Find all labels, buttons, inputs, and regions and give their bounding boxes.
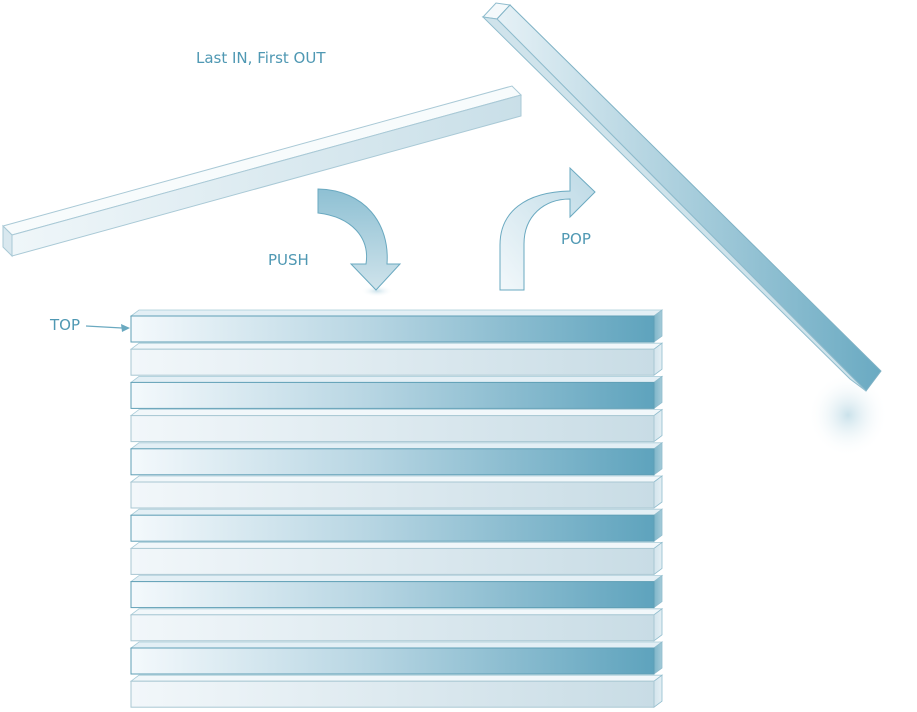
pop-arrow-icon	[499, 166, 596, 291]
top-pointer-arrow-icon	[85, 324, 130, 332]
floating-bar-popped	[481, 2, 888, 457]
stack	[129, 309, 664, 709]
stack-item	[129, 674, 664, 709]
floating-bar-pushed	[2, 85, 522, 258]
stack-item	[129, 475, 664, 509]
top-label: TOP	[50, 316, 81, 334]
push-arrow-icon	[317, 188, 402, 297]
stack-item-top	[129, 309, 664, 343]
pop-label: POP	[561, 230, 591, 248]
stack-item	[129, 607, 664, 642]
diagram-title: Last IN, First OUT	[196, 49, 326, 67]
stack-item	[129, 441, 664, 476]
stack-item	[129, 408, 664, 443]
push-label: PUSH	[268, 251, 309, 269]
stack-item	[129, 375, 664, 410]
stack-item	[129, 574, 664, 609]
stack-item	[129, 342, 664, 377]
stack-item	[129, 641, 664, 675]
stack-item	[129, 541, 664, 576]
stack-item	[129, 508, 664, 543]
